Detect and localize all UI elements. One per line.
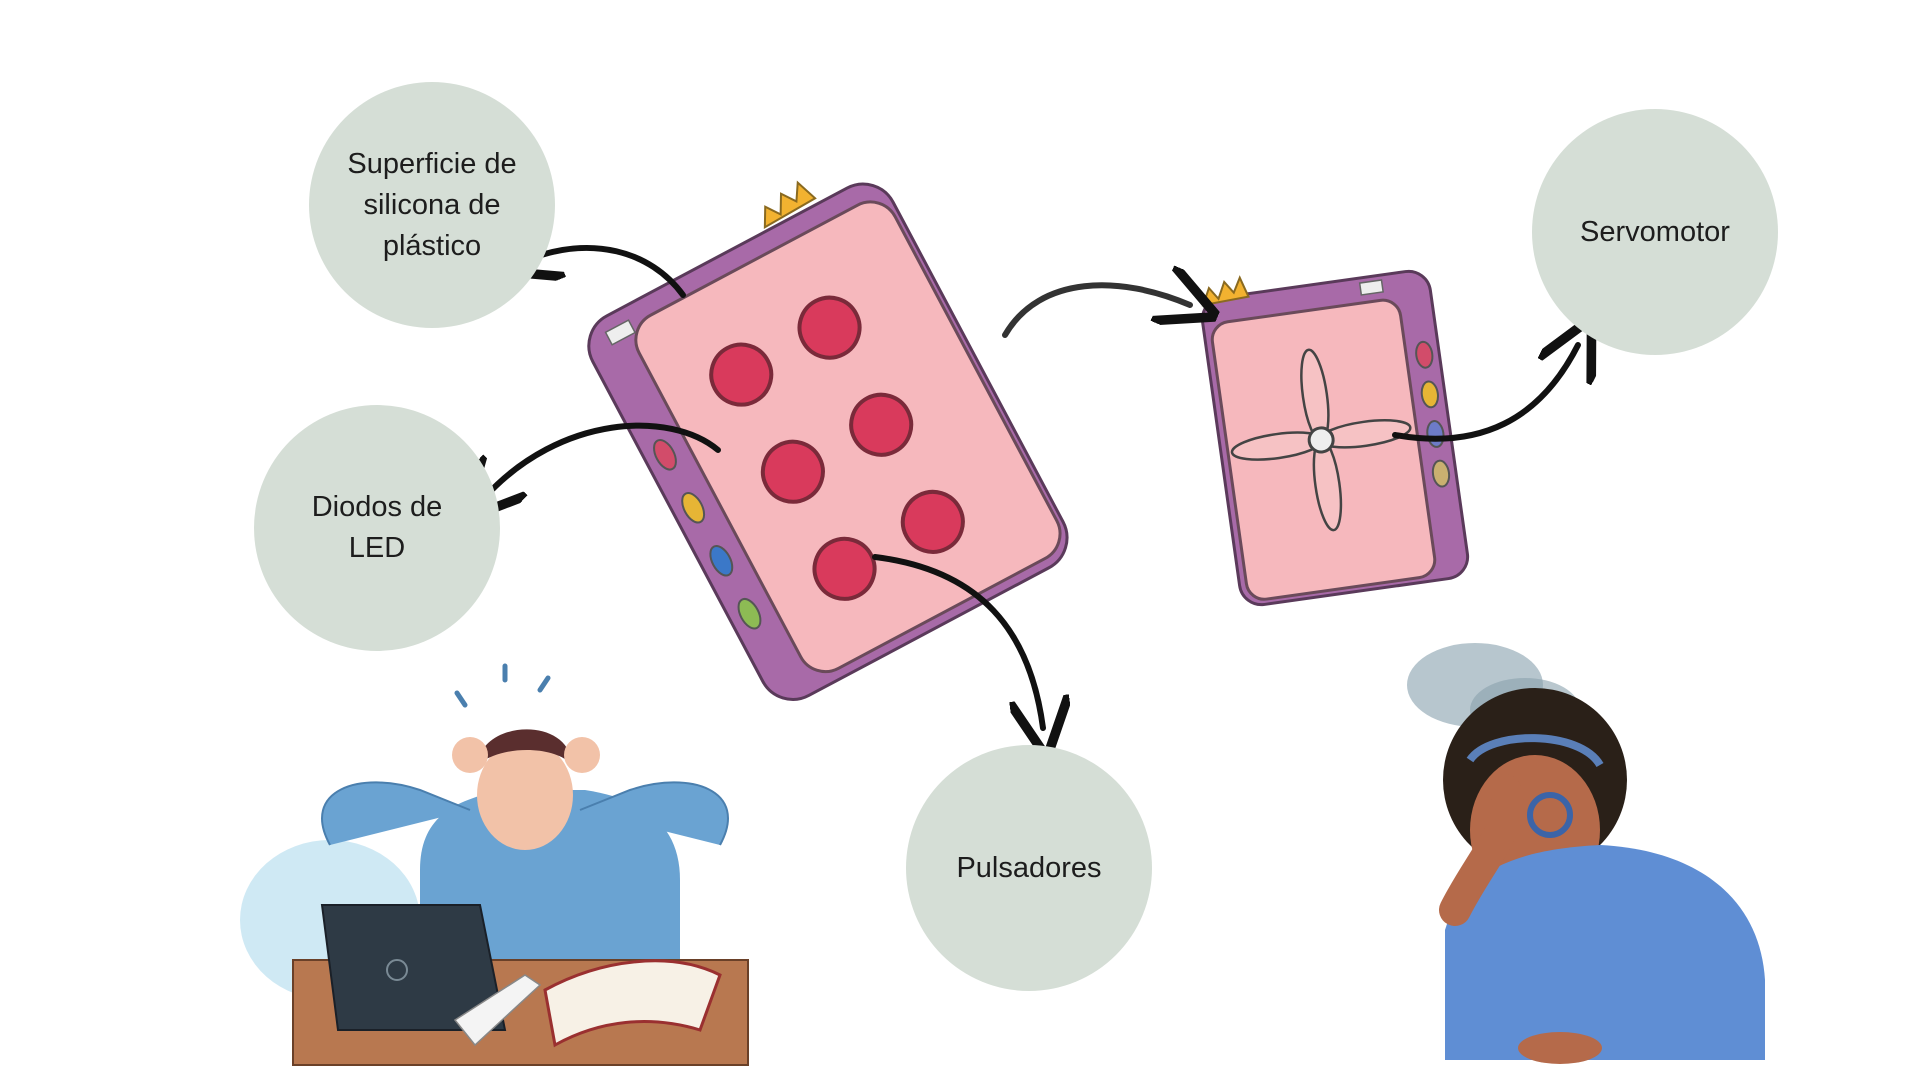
led-blue [709, 544, 734, 577]
arrow-to-servo [1392, 345, 1578, 442]
led-tan [1431, 459, 1451, 488]
label-led-diodes: Diodos de LED [254, 405, 500, 651]
led-yellow [681, 492, 706, 524]
label-push-buttons: Pulsadores [906, 745, 1152, 991]
label-text: Diodos de LED [311, 491, 443, 564]
controller-device [587, 180, 1069, 701]
push-button [812, 536, 877, 601]
side-leds [653, 439, 762, 630]
push-button [709, 342, 774, 407]
label-text: Superficie de silicona de plástico [347, 147, 517, 262]
arrows [485, 248, 1578, 728]
fan-icon [1230, 348, 1412, 532]
arrow-to-buttons [872, 554, 1043, 728]
push-button [760, 439, 825, 504]
led-yellow [1420, 380, 1439, 409]
servo-device [1200, 269, 1470, 607]
label-text: Pulsadores [956, 851, 1102, 884]
tired-woman-illustration [1407, 643, 1765, 1064]
stressed-student-illustration [240, 663, 749, 1066]
arrow-to-surface [527, 248, 686, 298]
push-buttons [709, 295, 965, 601]
led-green [737, 597, 762, 630]
arrow-device-to-servo [1002, 285, 1190, 338]
label-plastic-silicone-surface: Superficie de silicona de plástico [309, 82, 555, 328]
push-button [900, 489, 965, 554]
label-servomotor: Servomotor [1532, 109, 1778, 355]
led-red [1415, 340, 1434, 369]
label-text: Servomotor [1580, 215, 1730, 248]
led-red [653, 439, 677, 471]
arrow-to-leds [485, 422, 721, 497]
push-button [849, 392, 914, 457]
push-button [797, 295, 862, 360]
